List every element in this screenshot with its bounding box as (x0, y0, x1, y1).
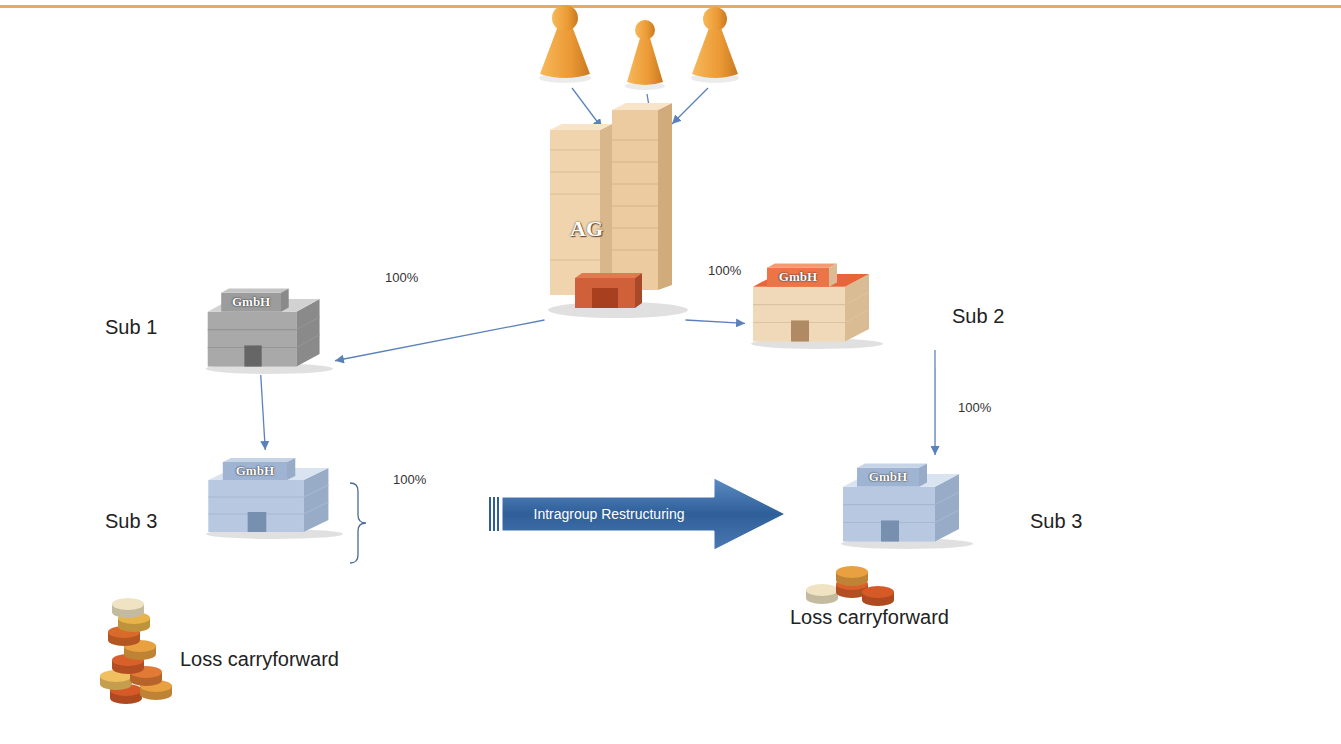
company-name: Sub 3 (105, 510, 157, 533)
top-rule (0, 5, 1341, 8)
bracket (350, 483, 366, 563)
ownership-share: 100% (393, 472, 426, 487)
coin-pile-right (806, 566, 894, 606)
arrow-text: Intragroup Restructuring (506, 497, 712, 531)
company-sign: GmbH (223, 462, 287, 480)
company-name: Sub 2 (952, 305, 1004, 328)
ownership-arrow (335, 320, 545, 361)
loss-label: Loss carryforward (790, 606, 949, 629)
loss-label: Loss carryforward (180, 648, 339, 671)
subsidiary-building: GmbHSub 3 (835, 455, 985, 550)
ownership-share: 100% (958, 400, 991, 415)
shareholder-pawns (539, 5, 739, 90)
coin-pile-left (100, 598, 172, 704)
ownership-arrow (261, 375, 266, 450)
company-sign: GmbH (767, 268, 829, 287)
company-sign: AG (570, 216, 603, 242)
ownership-arrow (686, 320, 746, 323)
subsidiary-building: GmbHSub 2 (745, 255, 945, 350)
subsidiary-building: GmbHSub 3 (200, 450, 345, 540)
ownership-share: 100% (708, 263, 741, 278)
ownership-arrow (934, 350, 935, 455)
tower-shape (540, 100, 690, 320)
subsidiary-building: GmbHSub 1 (200, 280, 335, 375)
company-sign: GmbH (857, 468, 919, 487)
company-name: Sub 3 (1030, 510, 1082, 533)
ownership-share: 100% (385, 270, 418, 285)
company-name: Sub 1 (105, 316, 157, 339)
parent-company: AG (540, 100, 690, 320)
company-sign: GmbH (221, 293, 281, 312)
restructuring-arrow: Intragroup Restructuring (488, 476, 788, 552)
